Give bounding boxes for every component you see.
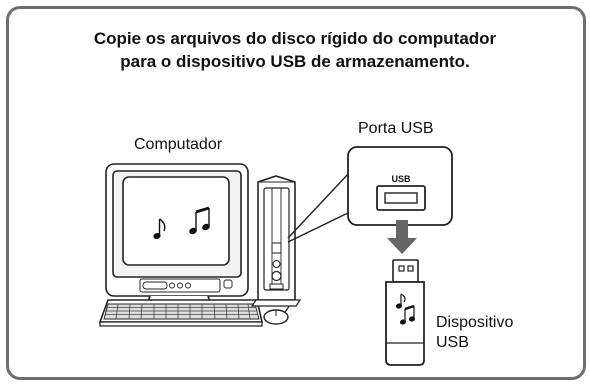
down-arrow-icon xyxy=(387,220,417,254)
monitor xyxy=(105,163,249,309)
heading-line-1: Copie os arquivos do disco rígido do com… xyxy=(93,29,497,48)
computer-label: Computador xyxy=(134,136,223,153)
usb-device-label-line-1: Dispositivo xyxy=(436,314,514,331)
usb-drive-music-icon xyxy=(395,293,416,325)
heading-line-2: para o dispositivo USB de armazenamento. xyxy=(120,52,470,71)
usb-port-text: USB xyxy=(391,174,411,184)
music-notes-icon xyxy=(153,206,210,240)
instruction-heading: Copie os arquivos do disco rígido do com… xyxy=(0,27,590,73)
usb-device-label-line-2: USB xyxy=(436,334,469,351)
keyboard xyxy=(98,299,264,327)
callout-lines xyxy=(287,171,351,243)
computer-tower xyxy=(250,175,302,307)
usb-port-label: Porta USB xyxy=(358,120,434,137)
usb-port-callout xyxy=(347,146,453,226)
